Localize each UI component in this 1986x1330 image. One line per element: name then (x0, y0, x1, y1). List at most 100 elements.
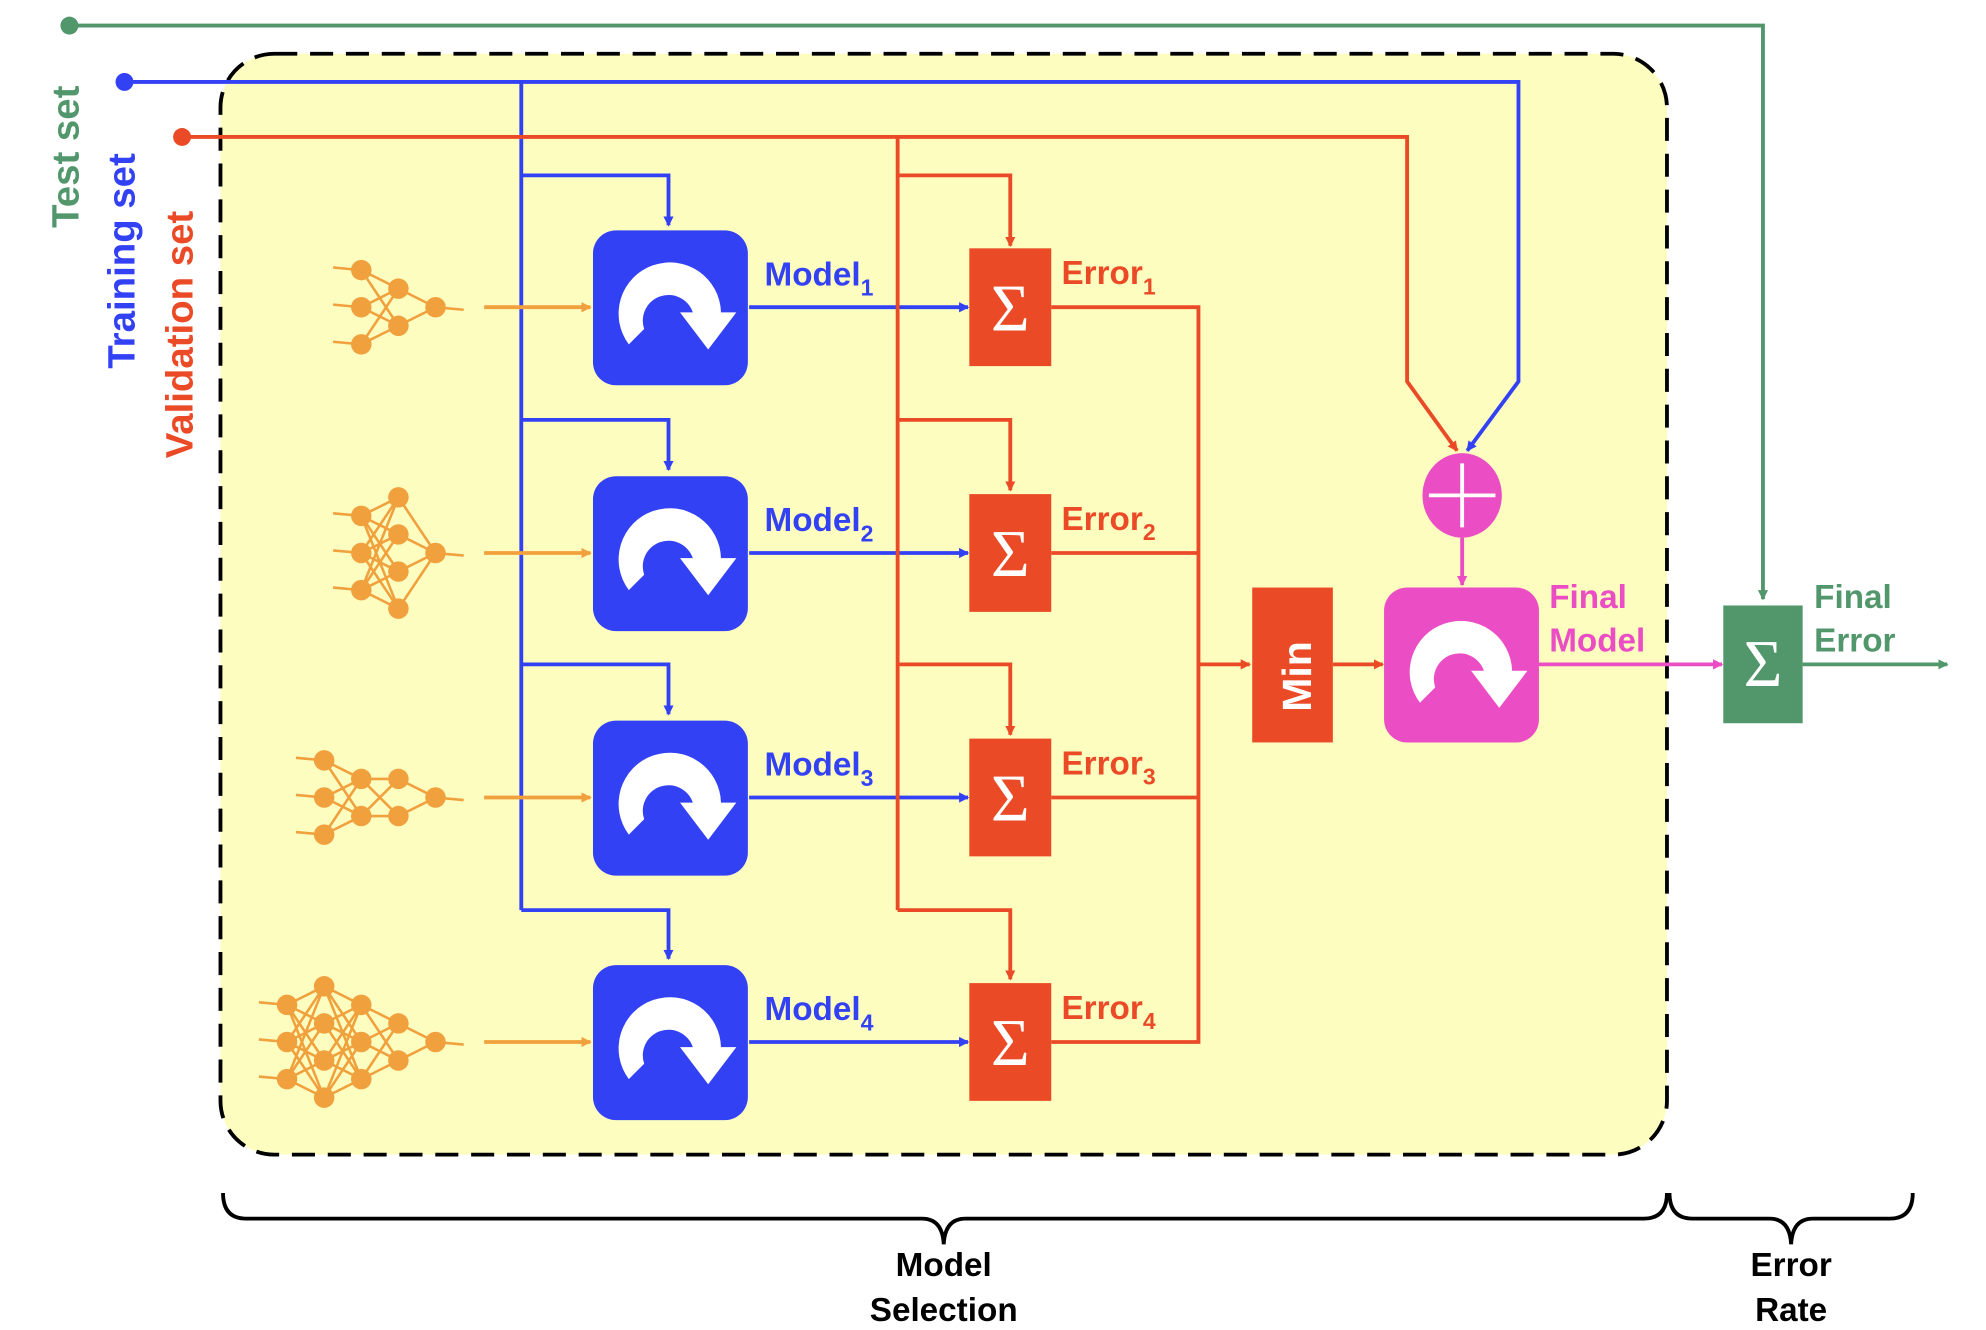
neuron (388, 561, 409, 582)
error-label: Error3 (1061, 745, 1155, 789)
neural-network-icon-2 (333, 487, 464, 619)
test-set-label: Test set (44, 85, 87, 227)
error-index: 3 (1143, 764, 1156, 790)
neuron (313, 1087, 335, 1108)
neuron (313, 976, 335, 997)
neuron (276, 994, 298, 1016)
validation-set-label: Validation set (158, 211, 201, 459)
error-rate-label-line1: Error (1750, 1247, 1831, 1284)
error-label: Error1 (1061, 255, 1155, 299)
model-label: Model4 (765, 991, 874, 1035)
neuron (425, 1031, 446, 1053)
test-set-dot (60, 16, 79, 35)
model-label: Model1 (765, 256, 874, 300)
neuron (351, 805, 372, 827)
neuron (351, 505, 372, 527)
model-label-text: Model (765, 747, 861, 784)
neuron (388, 598, 409, 619)
model-selection-panel (218, 51, 1669, 1157)
error-index: 2 (1143, 519, 1156, 545)
model-selection-label-line2: Selection (870, 1292, 1018, 1329)
model-label-text: Model (765, 256, 861, 293)
model-index: 2 (861, 520, 874, 546)
neuron (313, 750, 335, 771)
model-label-text: Model (765, 502, 861, 539)
neural-network-icon-1 (333, 259, 464, 355)
final-error-label-line1: Final (1814, 579, 1892, 616)
neuron (313, 1050, 335, 1071)
error-index: 4 (1143, 1008, 1156, 1034)
model-selection-label-line1: Model (896, 1247, 992, 1284)
error-rate-brace (1667, 1192, 1915, 1245)
final-model-trainer (1384, 587, 1539, 743)
model-trainer-box (592, 965, 748, 1121)
neuron (388, 278, 409, 299)
final-model-label-line1: Final (1549, 579, 1627, 616)
neuron (388, 487, 409, 508)
validation-set-dot (173, 128, 192, 146)
sum-icon: Σ (991, 1007, 1030, 1080)
min-label: Min (1274, 641, 1320, 712)
sum-icon: Σ (991, 518, 1030, 591)
training-set-label: Training set (101, 153, 144, 369)
plus-combiner (1422, 453, 1502, 587)
neuron (276, 1031, 298, 1053)
error-label-text: Error (1061, 255, 1142, 292)
neuron (313, 824, 335, 845)
error-sum-box (969, 738, 1052, 857)
final-error-label-line2: Error (1814, 623, 1895, 660)
neuron (351, 296, 372, 318)
model-index: 4 (861, 1009, 874, 1035)
sum-icon: Σ (991, 272, 1030, 345)
validation-set-lines (182, 135, 1459, 1044)
error-label-text: Error (1061, 745, 1142, 782)
model-trainer-box (592, 476, 748, 632)
neuron (313, 1013, 335, 1034)
neuron (351, 579, 372, 601)
final-model-label-line2: Model (1549, 623, 1645, 660)
model-index: 3 (861, 765, 874, 791)
training-set-dot (115, 72, 134, 91)
neuron (425, 296, 446, 318)
neuron (351, 542, 372, 564)
model-label-text: Model (765, 991, 861, 1028)
neuron (313, 787, 335, 808)
model-selection-brace (221, 1192, 1915, 1245)
error-sum-box (969, 983, 1052, 1101)
model-label: Model2 (765, 502, 874, 546)
neuron (388, 315, 409, 337)
neuron (351, 1068, 372, 1090)
test-set-line (69, 23, 1769, 601)
neuron (388, 768, 409, 790)
neuron (388, 805, 409, 827)
neuron (351, 1031, 372, 1053)
neuron (388, 1050, 409, 1071)
error-label-text: Error (1061, 501, 1142, 538)
neuron (425, 542, 446, 564)
error-label: Error4 (1061, 990, 1155, 1034)
error-rate-label-line2: Rate (1755, 1292, 1827, 1329)
final-error-sum: Σ (1723, 605, 1803, 724)
model-trainer-box (592, 230, 748, 386)
error-sum-box (969, 248, 1052, 367)
sum-icon: Σ (991, 763, 1030, 836)
neural-network-icon-4 (258, 976, 464, 1108)
model-row-1: Model1 Σ Error1 (592, 230, 1156, 386)
neural-networks (258, 259, 464, 1108)
model-label: Model3 (765, 747, 874, 791)
neuron (276, 1068, 298, 1090)
neural-network-icon-3 (295, 750, 464, 845)
training-set-lines (124, 80, 1521, 1048)
model-trainer-box (592, 720, 748, 876)
min-selector: Min (1252, 587, 1333, 743)
error-sum-box (969, 494, 1052, 612)
neuron (388, 1013, 409, 1034)
neuron (351, 259, 372, 281)
neuron (425, 787, 446, 808)
sum-icon: Σ (1744, 628, 1783, 701)
error-label-text: Error (1061, 990, 1142, 1027)
